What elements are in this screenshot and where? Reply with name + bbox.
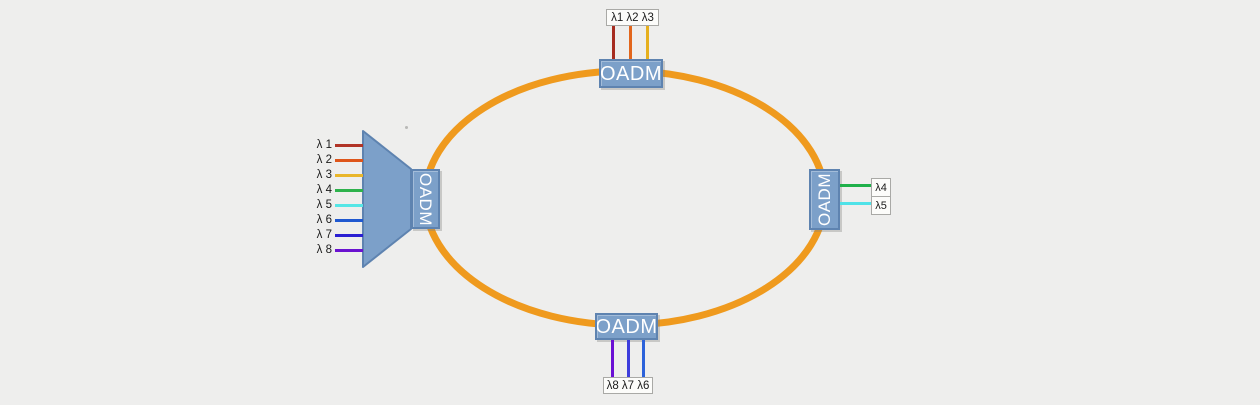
- wavelength-label-5: λ 5: [316, 198, 332, 211]
- oadm-node-right-label: OADM: [815, 173, 834, 226]
- wavelength-row-8: λ 8: [307, 243, 363, 258]
- wavelength-label-6: λ 6: [316, 213, 332, 226]
- top-drop-line-λ3: [646, 25, 649, 59]
- wavelength-line-4: [335, 189, 363, 192]
- oadm-node-left: OADM: [411, 169, 440, 229]
- oadm-node-bottom-label: OADM: [595, 315, 658, 338]
- wavelength-label-3: λ 3: [316, 168, 332, 181]
- stray-mark: [405, 126, 408, 129]
- wavelength-row-2: λ 2: [307, 153, 363, 168]
- wavelength-line-7: [335, 234, 363, 237]
- right-wavelength-tag-λ5: λ5: [871, 196, 891, 215]
- wavelength-row-6: λ 6: [307, 213, 363, 228]
- wavelength-row-7: λ 7: [307, 228, 363, 243]
- top-wavelength-tag: λ1 λ2 λ3: [606, 9, 659, 26]
- right-drop-lines: [840, 184, 871, 205]
- wavelength-label-4: λ 4: [316, 183, 332, 196]
- wavelength-label-2: λ 2: [316, 153, 332, 166]
- bottom-drop-line-λ8: [611, 340, 614, 377]
- oadm-node-top-label: OADM: [600, 62, 662, 85]
- wavelength-line-5: [335, 204, 363, 207]
- wavelength-row-1: λ 1: [307, 138, 363, 153]
- oadm-node-bottom: OADM: [595, 313, 658, 340]
- top-drop-line-λ1: [612, 25, 615, 59]
- wavelength-row-5: λ 5: [307, 198, 363, 213]
- wavelength-label-8: λ 8: [316, 243, 332, 256]
- bottom-drop-line-λ6: [642, 340, 645, 377]
- mux-trapezoid: [362, 130, 412, 268]
- right-wavelength-tag-λ4: λ4: [871, 178, 891, 197]
- right-drop-line-λ4: [840, 184, 871, 187]
- bottom-wavelength-tag: λ8 λ7 λ6: [603, 377, 653, 394]
- left-wavelength-list: λ 1 λ 2 λ 3 λ 4 λ 5 λ 6 λ 7 λ 8: [307, 138, 363, 258]
- bottom-drop-line-λ7: [626, 340, 630, 377]
- wavelength-line-1: [335, 144, 363, 147]
- wavelength-label-7: λ 7: [316, 228, 332, 241]
- wavelength-line-8: [335, 249, 363, 252]
- wavelength-line-2: [335, 159, 363, 162]
- oadm-node-left-label: OADM: [416, 172, 435, 226]
- oadm-node-top: OADM: [599, 59, 663, 88]
- wavelength-line-6: [335, 219, 363, 222]
- fiber-ring: [421, 67, 829, 329]
- wavelength-line-3: [335, 174, 363, 177]
- right-drop-line-λ5: [840, 202, 871, 205]
- oadm-node-right: OADM: [809, 169, 840, 230]
- top-drop-line-λ2: [629, 25, 632, 59]
- wavelength-row-3: λ 3: [307, 168, 363, 183]
- top-drop-lines: [612, 25, 649, 59]
- wavelength-label-1: λ 1: [316, 138, 332, 151]
- wavelength-row-4: λ 4: [307, 183, 363, 198]
- bottom-drop-lines: [611, 340, 645, 377]
